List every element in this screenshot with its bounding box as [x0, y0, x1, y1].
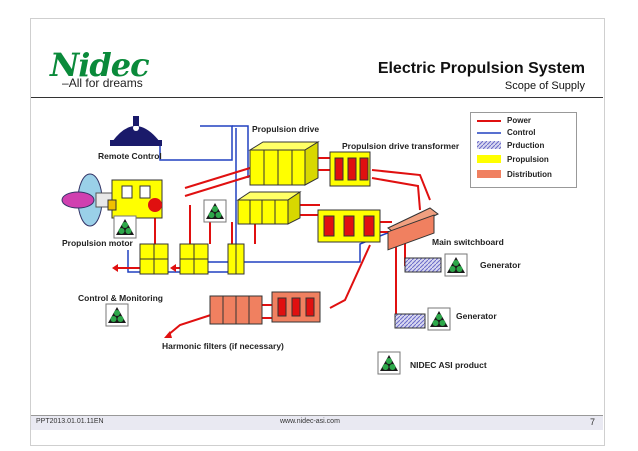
- label-harmonic-filters: Harmonic filters (if necessary): [162, 341, 284, 351]
- legend: Power Control Prduction Propulsion Distr…: [470, 112, 577, 188]
- propulsion-motor-icon: [107, 179, 163, 219]
- label-propulsion-drive-transformer: Propulsion drive transformer: [342, 141, 460, 151]
- footer-doc-id: PPT2013.01.01.11EN: [36, 418, 104, 425]
- label-main-switchboard: Main switchboard: [432, 237, 504, 247]
- legend-swatch-production: [477, 141, 501, 149]
- legend-label-propulsion: Propulsion: [507, 155, 549, 164]
- propeller-icon: [61, 173, 115, 227]
- label-propulsion-drive: Propulsion drive: [252, 124, 320, 134]
- page-title: Electric Propulsion System: [377, 60, 585, 77]
- nidec-logo: Nidec: [50, 46, 150, 84]
- propulsion-drive-icon: [236, 141, 320, 225]
- remote-control-icon: [110, 116, 162, 146]
- legend-label-production: Prduction: [507, 141, 545, 150]
- main-switchboard-icon: [387, 207, 439, 251]
- generator-icons: [394, 257, 442, 329]
- footer-url[interactable]: www.nidec-asi.com: [280, 418, 340, 425]
- tagline-text: All for dreams: [68, 76, 143, 90]
- legend-label-power: Power: [507, 116, 532, 125]
- transformer-icon: [317, 151, 381, 243]
- label-generator-2: Generator: [456, 311, 497, 321]
- footer-bar: [31, 415, 603, 430]
- label-propulsion-motor: Propulsion motor: [62, 238, 133, 248]
- header-divider: [31, 97, 603, 98]
- harmonic-filters-icon: [209, 291, 321, 325]
- logo-tagline: –All for dreams: [62, 76, 143, 90]
- label-nidec-asi-product: NIDEC ASI product: [410, 360, 487, 370]
- label-generator-1: Generator: [480, 260, 521, 270]
- legend-swatch-distribution: [477, 170, 501, 178]
- legend-label-control: Control: [507, 128, 536, 137]
- legend-label-distribution: Distribution: [507, 170, 552, 179]
- legend-swatch-propulsion: [477, 155, 501, 163]
- label-control-monitoring: Control & Monitoring: [78, 293, 163, 303]
- footer-page-number: 7: [590, 417, 596, 427]
- converter-cabinets: [139, 243, 245, 275]
- slide-frame: [30, 18, 605, 446]
- legend-swatches: [477, 120, 501, 178]
- page-subtitle: Scope of Supply: [504, 80, 585, 92]
- label-remote-control: Remote Control: [98, 151, 162, 161]
